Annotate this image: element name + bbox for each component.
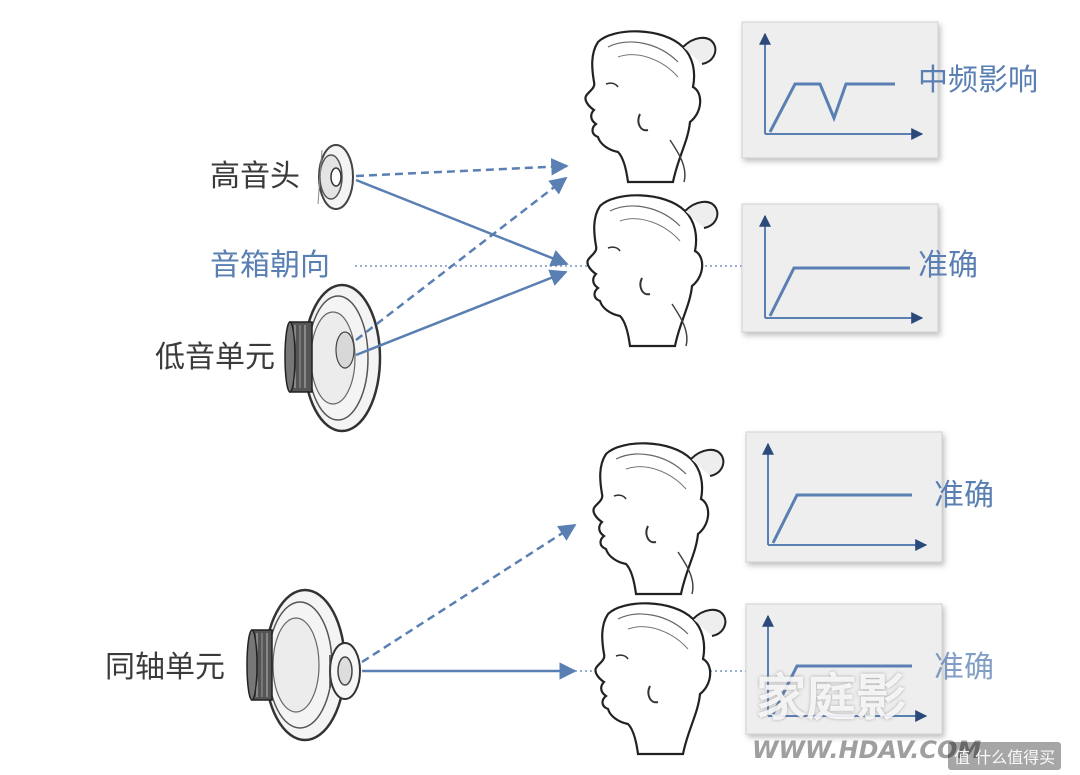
result-label-3: 准确 [934, 478, 994, 513]
response-panel-4 [745, 603, 943, 735]
response-panel-1 [741, 21, 939, 159]
label-woofer: 低音单元 [155, 340, 275, 375]
watermark-brand: 家庭影 [756, 669, 906, 727]
coaxial-icon [246, 588, 361, 742]
result-label-2: 准确 [918, 248, 978, 283]
result-label-4: 准确 [934, 650, 994, 685]
response-curve-3 [771, 493, 912, 544]
response-curve-1 [768, 82, 895, 133]
label-tweeter: 高音头 [210, 159, 300, 194]
watermark-badge: 值 什么值得买 [948, 742, 1062, 770]
label-speaker-axis: 音箱朝向 [210, 248, 330, 283]
watermark-url: WWW.HDAV.COM [752, 736, 982, 764]
head-3-icon [592, 442, 725, 596]
result-label-1: 中频影响 [918, 63, 1038, 98]
head-4-icon [594, 602, 727, 756]
woofer-icon [284, 283, 382, 433]
response-panel-3 [745, 431, 943, 563]
tweeter-icon [317, 144, 354, 210]
head-2-icon [586, 194, 719, 348]
response-curve-4 [771, 664, 912, 715]
sound-arrows [355, 158, 577, 680]
label-coaxial: 同轴单元 [105, 650, 225, 685]
response-panel-2 [741, 203, 939, 333]
response-curve-2 [768, 266, 910, 317]
head-1-icon [584, 30, 717, 184]
